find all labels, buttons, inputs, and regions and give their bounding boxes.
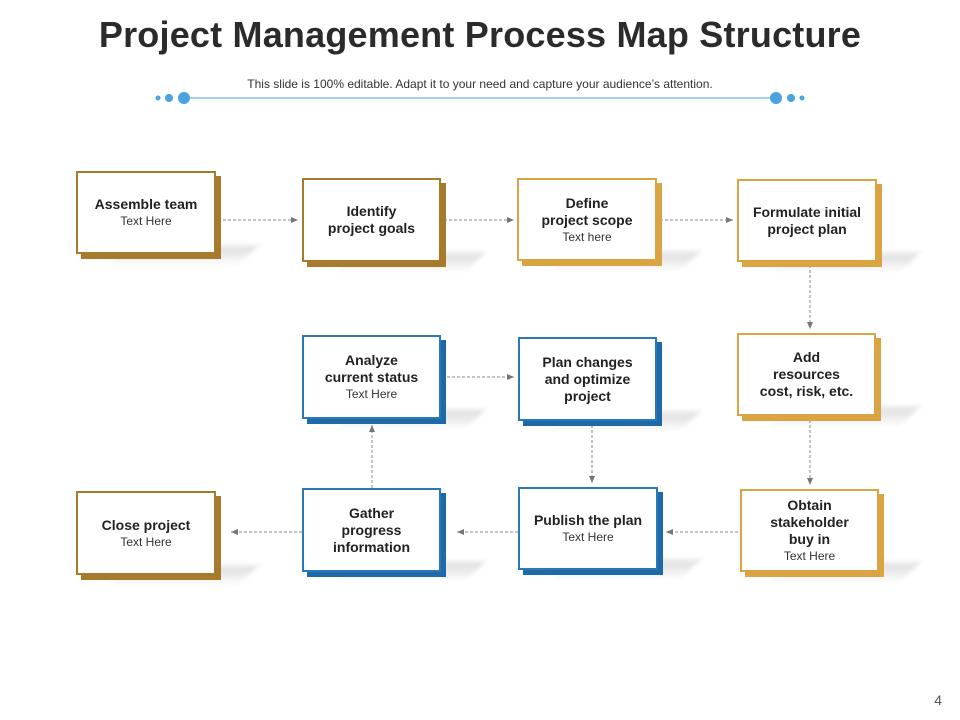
step-heading: Close project xyxy=(101,516,191,533)
step-publish-the-plan: Publish the plan Text Here xyxy=(518,487,658,570)
step-text: Text Here xyxy=(562,530,614,544)
step-heading: Assemble team xyxy=(94,196,198,212)
step-text: Text Here xyxy=(120,214,172,228)
slide-title: Project Management Process Map Structure xyxy=(98,14,862,55)
step-text: Text here xyxy=(562,229,612,244)
slide-subtitle: This slide is 100% editable. Adapt it to… xyxy=(247,77,713,91)
step-text: Text Here xyxy=(120,534,172,549)
step-heading: Publish the plan xyxy=(533,512,643,528)
step-close-project: Close project Text Here xyxy=(76,491,216,575)
step-assemble-team: Assemble team Text Here xyxy=(76,171,216,254)
step-text: Text Here xyxy=(783,549,836,563)
page-number: 4 xyxy=(934,692,942,708)
step-text: Text Here xyxy=(345,387,398,401)
title-divider xyxy=(155,92,805,104)
